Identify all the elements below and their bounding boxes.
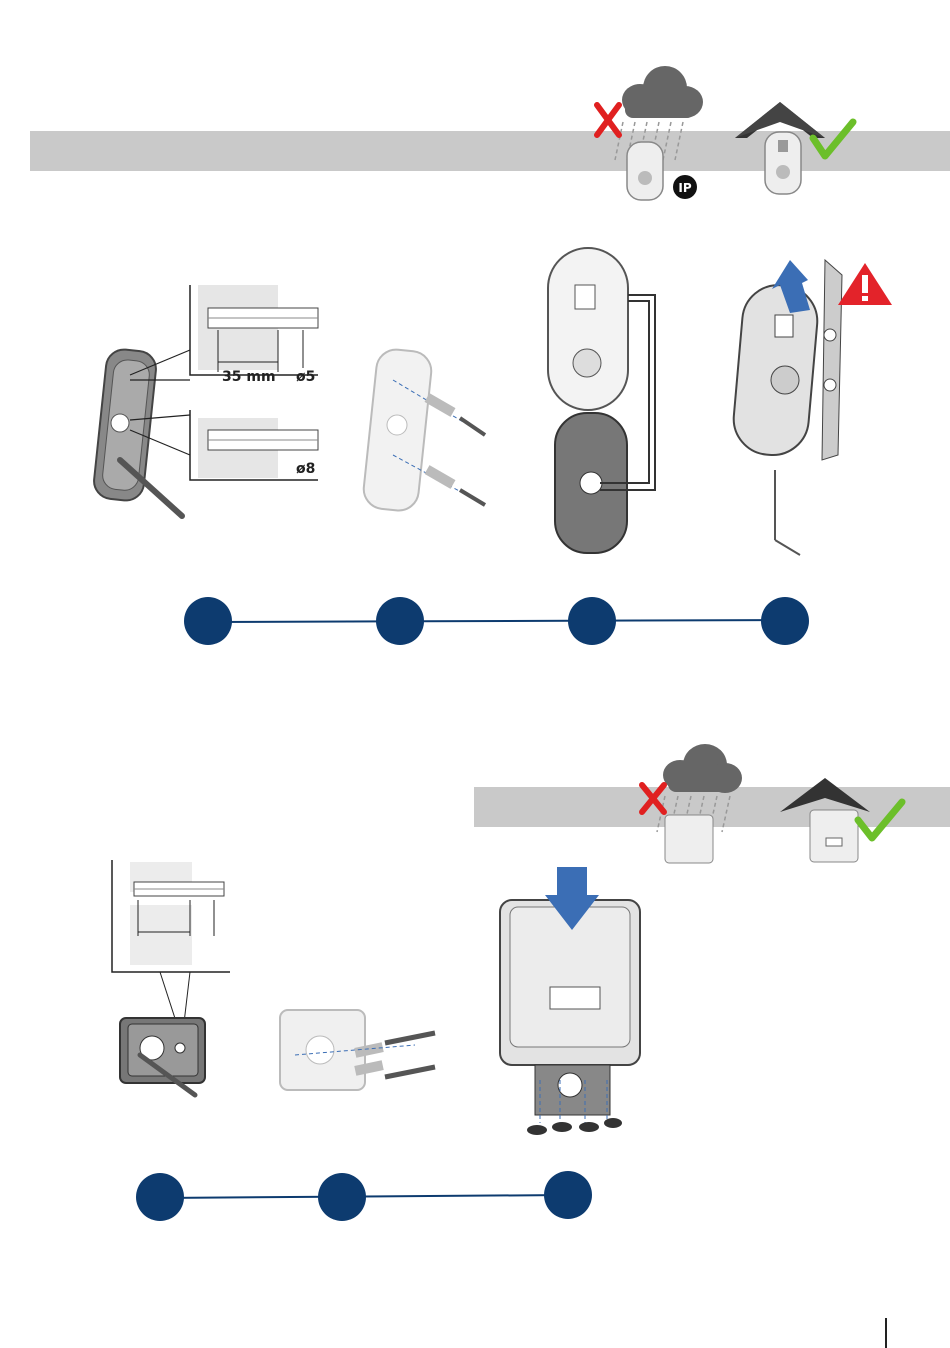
- wiring-illustration: [545, 245, 665, 560]
- device-sheltered: [810, 810, 858, 862]
- step-marker-4: [761, 597, 809, 645]
- drilling-illustration: [90, 280, 330, 520]
- checkmark-icon: [858, 802, 902, 838]
- weather-exposure-illustration-2: [630, 740, 950, 870]
- cross-icon: [597, 105, 619, 135]
- step-marker-3: [544, 1171, 592, 1219]
- plugs-screws-illustration-2: [275, 1005, 445, 1100]
- roof-shelter: [780, 778, 870, 812]
- box-mounting-illustration: [495, 865, 645, 1140]
- weather-exposure-illustration: IP: [585, 60, 950, 210]
- step-marker-3: [568, 597, 616, 645]
- warning-triangle-icon: [838, 263, 892, 305]
- svg-text:IP: IP: [678, 181, 691, 195]
- dimension-diameter-large-label: ø8: [296, 461, 315, 477]
- cross-icon: [642, 785, 664, 812]
- dimension-depth-label: 35 mm: [222, 369, 276, 385]
- checkmark-icon: [813, 122, 853, 156]
- ip-rating-icon: IP: [673, 175, 697, 199]
- step-marker-2: [376, 597, 424, 645]
- drilling-illustration-2: [110, 860, 240, 1100]
- step-marker-1: [136, 1173, 184, 1221]
- closing-illustration: [730, 255, 895, 560]
- step-timeline-2: [132, 1170, 602, 1225]
- plugs-screws-illustration: [355, 340, 505, 520]
- step-marker-2: [318, 1173, 366, 1221]
- step-timeline-1: [180, 595, 820, 650]
- dimension-diameter-small-label: ø5: [296, 369, 315, 385]
- step-marker-1: [184, 597, 232, 645]
- page-edge-mark: [885, 1318, 887, 1348]
- device-exposed: [665, 815, 713, 863]
